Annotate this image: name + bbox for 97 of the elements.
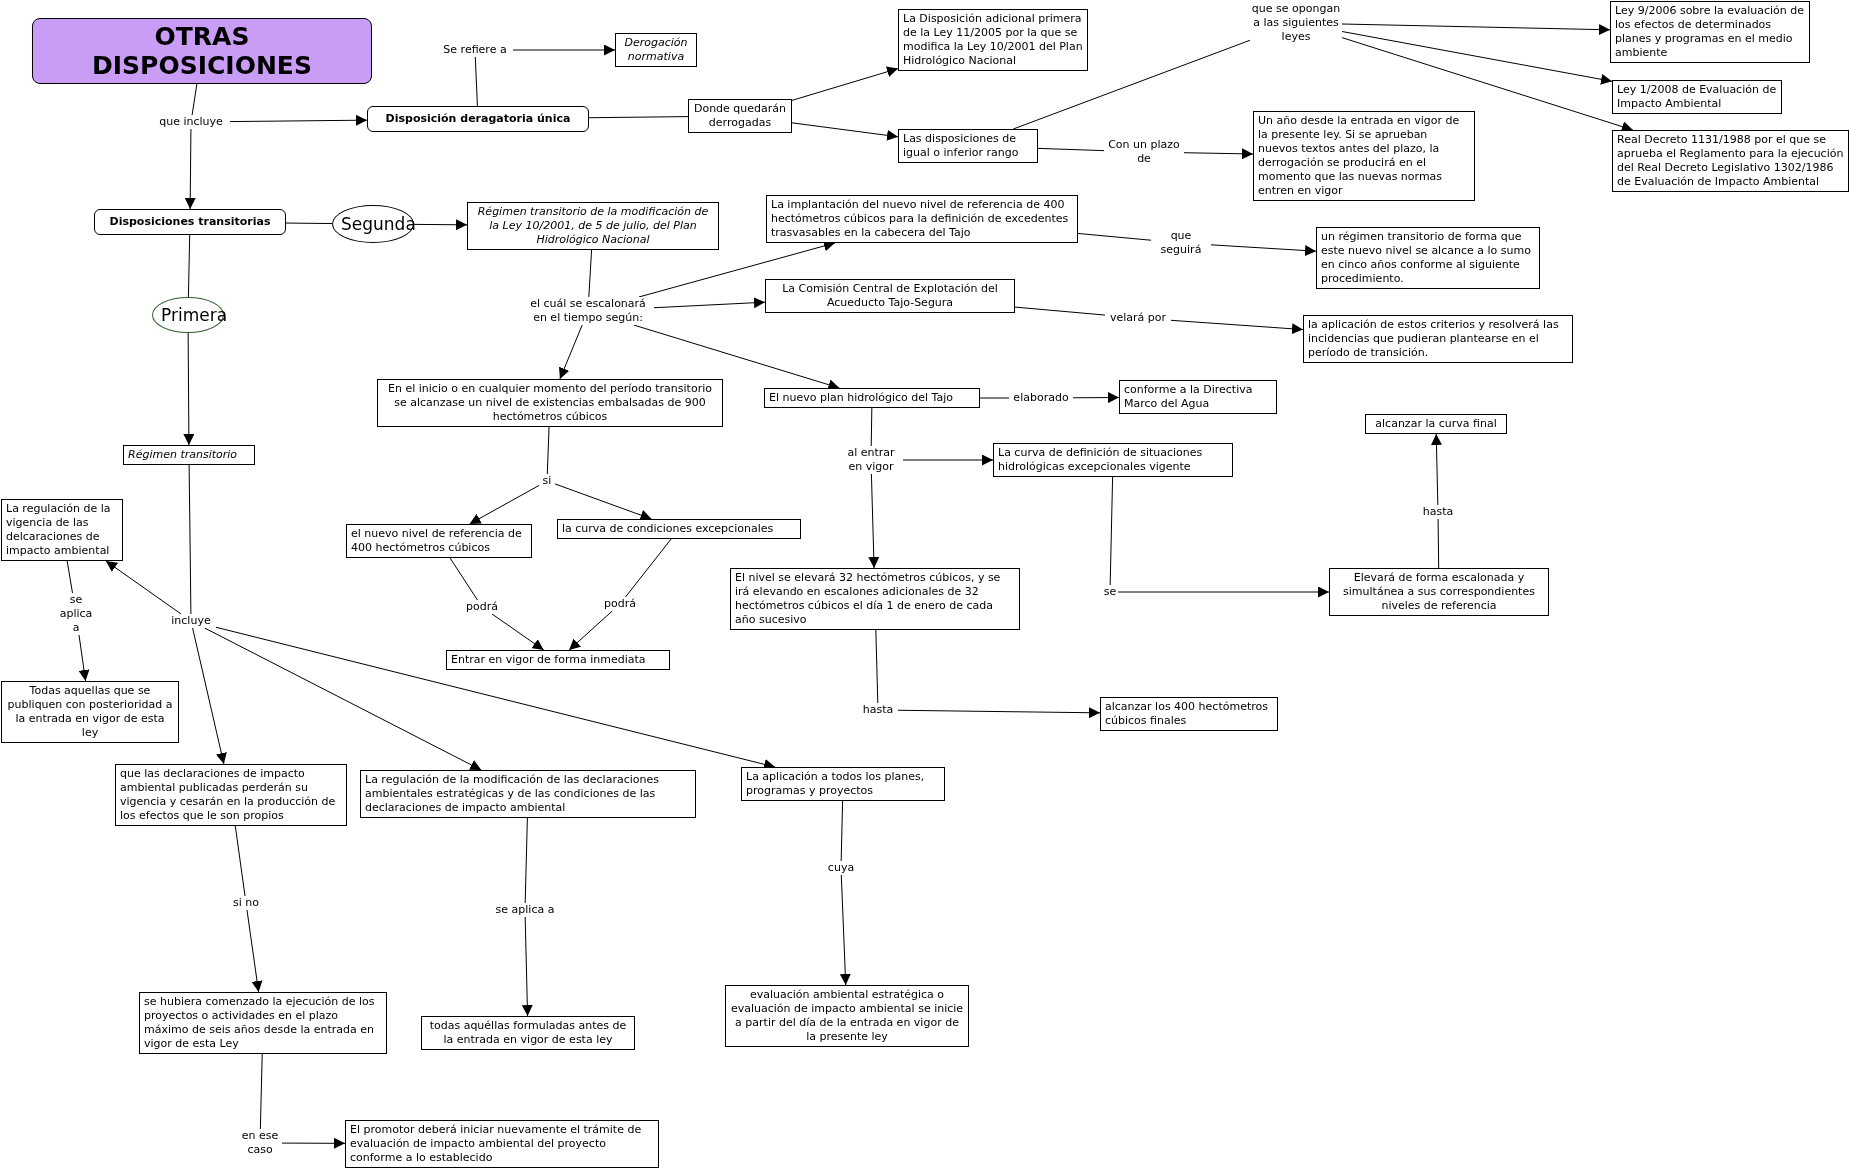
ellipse-node: Segunda — [332, 205, 414, 243]
concept-box: Entrar en vigor de forma inmediata — [446, 650, 670, 670]
arrow — [491, 613, 545, 651]
connector-line — [187, 234, 191, 298]
concept-box: La Comisión Central de Explotación del Acueducto Tajo-Segura — [765, 279, 1015, 313]
concept-box: la curva de condiciones excepcionales — [557, 519, 801, 539]
connector-line — [979, 397, 1010, 399]
concept-box: que las declaraciones de impacto ambiental publicadas perderán su vigencia y cesarán en la producción de los efectos que le son propios — [115, 764, 347, 826]
connector-line — [285, 222, 333, 225]
connector-line — [1012, 39, 1251, 130]
concept-box: Disposición deragatoria única — [367, 106, 589, 132]
linking-phrase: se aplica a — [494, 903, 556, 917]
connector-line — [625, 538, 672, 598]
arrow — [839, 874, 851, 986]
concept-box: Un año desde la entrada en vigor de la presente ley. Si se aprueban nuevos textos antes del plazo, la derrogación se producirá en el momento que las nuevas normas entren en vigor — [1253, 111, 1475, 201]
concept-box: La regulación de la modificación de las declaraciones ambientales estratégicas y de las condiciones de las declaraciones de impacto ambiental — [360, 770, 696, 818]
arrow — [791, 122, 899, 141]
arrow — [1072, 392, 1120, 404]
arrow — [1341, 37, 1634, 132]
arrow — [183, 332, 195, 446]
arrow — [653, 297, 766, 309]
concept-box: Régimen transitorio de la modificación de la Ley 10/2001, de 5 de julio, del Plan Hidrológico Nacional — [467, 202, 719, 250]
arrow — [868, 473, 880, 569]
connector-line — [1077, 232, 1152, 241]
concept-box: la aplicación de estos criterios y resolverá las incidencias que pudieran plantearse en el período de transición. — [1303, 315, 1573, 363]
connector-line — [474, 56, 478, 107]
concept-box: La implantación del nuevo nivel de referencia de 400 hectómetros cúbicos para la definición de excedentes trasvasables en la cabecera del Tajo — [766, 195, 1078, 243]
arrow — [1341, 23, 1611, 36]
arrow — [521, 916, 533, 1017]
connector-line — [191, 83, 198, 116]
connector-line — [840, 800, 844, 862]
arrow — [568, 610, 613, 651]
connector-line — [1014, 306, 1106, 316]
concept-box: se hubiera comenzado la ejecución de los proyectos o actividades en el plazo máximo de seis años desde la entrada en vigor de esta Ley — [139, 992, 387, 1054]
arrow — [512, 44, 616, 56]
arrow — [281, 1137, 346, 1149]
connector-line — [588, 249, 593, 298]
concept-box: Derogación normativa — [615, 33, 697, 67]
arrow — [469, 484, 540, 525]
arrow — [559, 324, 583, 380]
arrow — [554, 483, 652, 521]
concept-box: todas aquéllas formuladas antes de la entrada en vigor de esta ley — [421, 1016, 635, 1050]
arrow — [1117, 586, 1330, 598]
arrow — [1183, 148, 1254, 160]
concept-box: Todas aquellas que se publiquen con posterioridad a la entrada en vigor de esta ley — [1, 681, 179, 743]
concept-box: Régimen transitorio — [123, 445, 255, 465]
arrow — [413, 219, 468, 231]
connector-line — [1037, 147, 1105, 152]
concept-box: Ley 1/2008 de Evaluación de Impacto Ambiental — [1612, 80, 1782, 114]
concept-box: alcanzar la curva final — [1365, 414, 1507, 434]
connector-line — [188, 464, 192, 615]
concept-box: Disposiciones transitorias — [94, 209, 286, 235]
concept-box: La curva de definición de situaciones hidrológicas excepcionales vigente — [993, 443, 1233, 477]
connector-line — [875, 629, 879, 704]
arrow — [791, 66, 899, 101]
connector-line — [1437, 518, 1440, 569]
arrow — [229, 114, 368, 126]
concept-box: el nuevo nivel de referencia de 400 hectómetros cúbicos — [346, 524, 532, 558]
concept-box: El promotor deberá iniciar nuevamente el trámite de evaluación de impacto ambiental del proyecto conforme a lo establecido — [345, 1120, 659, 1168]
connector-line — [870, 407, 873, 447]
concept-box: Elevará de forma escalonada y simultánea a sus correspondientes niveles de referencia — [1329, 568, 1549, 616]
arrow — [78, 634, 90, 682]
arrow — [1431, 433, 1442, 506]
arrow — [897, 707, 1101, 719]
connector-line — [66, 560, 73, 594]
ellipse-node: Primera — [152, 297, 224, 333]
arrow — [192, 627, 227, 765]
concept-box: La aplicación a todos los planes, programas y proyectos — [741, 767, 945, 801]
concept-box: Ley 9/2006 sobre la evaluación de los efectos de determinados planes y programas en el medio ambiente — [1610, 1, 1810, 63]
concept-box: Las disposiciones de igual o inferior rango — [898, 129, 1038, 163]
concept-box: El nuevo plan hidrológico del Tajo — [764, 388, 980, 408]
connector-line — [259, 1053, 263, 1130]
arrow — [246, 909, 263, 993]
arrow — [1170, 319, 1304, 335]
concept-box: La regulación de la vigencia de las delcaraciones de impacto ambiental — [1, 499, 123, 561]
concept-box: En el inicio o en cualquier momento del período transitorio se alcanzase un nivel de existencias embalsadas de 900 hectómetros cúbicos — [377, 379, 723, 427]
concept-box: Donde quedarán derrogadas — [688, 99, 792, 133]
title-box: OTRAS DISPOSICIONES — [32, 18, 372, 84]
arrow — [105, 560, 182, 615]
concept-box: La Disposición adicional primera de la Ley 11/2005 por la que se modifica la Ley 10/2001 del Plan Hidrológico Nacional — [898, 9, 1088, 71]
concept-box: conforme a la Directiva Marco del Agua — [1119, 380, 1277, 414]
connector-line — [234, 825, 246, 897]
connector-line — [449, 557, 478, 601]
connector-line — [524, 817, 528, 904]
arrow — [902, 454, 994, 466]
concept-box: Real Decreto 1131/1988 por el que se aprueba el Reglamento para la ejecución del Real Decreto Legislativo 1302/1986 de Evaluación de Impacto Ambiental — [1612, 130, 1849, 192]
arrow — [204, 627, 482, 771]
connector-line — [546, 426, 550, 475]
concept-box: El nivel se elevará 32 hectómetros cúbicos, y se irá elevando en escalones adicionales de 32 hectómetros cúbicos el día 1 de enero de cada año sucesivo — [730, 568, 1020, 630]
concept-box: alcanzar los 400 hectómetros cúbicos finales — [1100, 697, 1278, 731]
connector-line — [588, 116, 689, 119]
connector-line — [1109, 476, 1114, 586]
concept-box: evaluación ambiental estratégica o evaluación de impacto ambiental se inicie a partir del día de la entrada en vigor de la presente ley — [725, 985, 969, 1047]
arrow — [1341, 31, 1613, 85]
concept-box: un régimen transitorio de forma que este nuevo nivel se alcance a lo sumo en cinco años conforme al siguiente procedimiento. — [1316, 227, 1540, 289]
arrow — [184, 128, 196, 210]
arrow — [1210, 244, 1317, 256]
